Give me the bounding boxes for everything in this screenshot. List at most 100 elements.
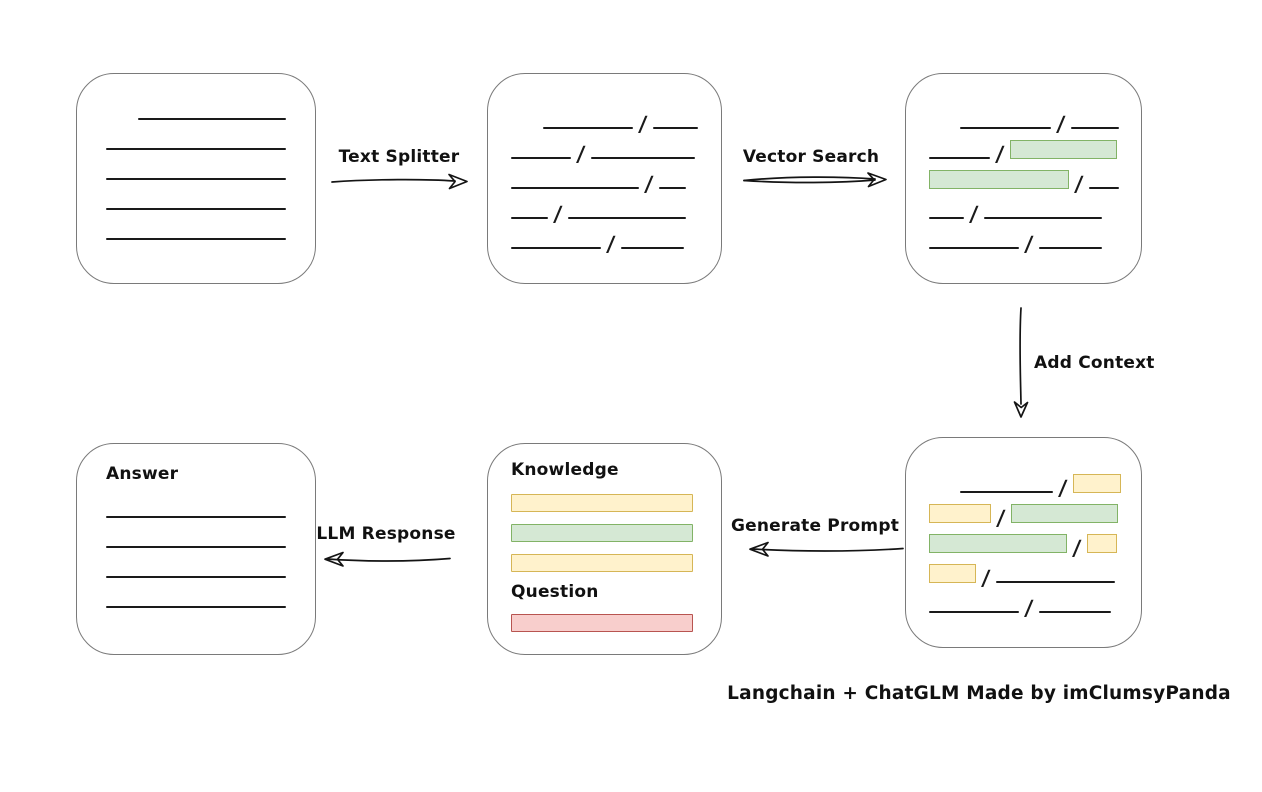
- prompt-box: Knowledge Question: [487, 443, 722, 655]
- highlight-green-segment: [929, 170, 1069, 189]
- text-segment: [511, 247, 601, 249]
- text-segment: [590, 157, 695, 159]
- text-segment: [929, 157, 990, 159]
- chunk-row: /: [929, 189, 1121, 226]
- highlight-green-segment: [929, 534, 1067, 553]
- slash-separator: /: [968, 202, 979, 226]
- slash-separator: /: [994, 142, 1005, 166]
- vector-results-box: / / / / /: [905, 73, 1142, 284]
- slash-separator: /: [552, 202, 563, 226]
- answer-lines: [106, 516, 286, 636]
- llm-response-label: LLM Response: [316, 524, 456, 544]
- add-context-label: Add Context: [1034, 353, 1155, 373]
- slash-separator: /: [995, 506, 1006, 530]
- text-line: [106, 208, 286, 210]
- yellow-bar: [511, 494, 693, 512]
- chunk-row: /: [511, 159, 701, 196]
- text-line: [106, 178, 286, 180]
- text-segment: [543, 127, 633, 129]
- highlight-yellow-segment: [1072, 474, 1121, 493]
- slash-separator: /: [637, 112, 648, 136]
- text-line: [106, 238, 286, 240]
- chunk-rows: / / / / /: [511, 99, 701, 256]
- highlight-yellow-segment: [929, 504, 991, 523]
- vector-search-arrow: [743, 172, 887, 188]
- knowledge-bars: [511, 494, 693, 584]
- text-segment: [960, 127, 1051, 129]
- text-line: [106, 546, 286, 548]
- highlight-yellow-segment: [929, 564, 976, 583]
- document-lines: [106, 118, 286, 268]
- text-line: [106, 516, 286, 518]
- llm-response-arrow: [324, 551, 451, 567]
- slash-separator: /: [1073, 172, 1084, 196]
- chunk-row: /: [511, 189, 701, 226]
- chunk-row: /: [929, 159, 1121, 196]
- highlight-green-segment: [1009, 140, 1117, 159]
- text-splitter-arrow: [331, 173, 468, 190]
- chunk-row: /: [543, 99, 701, 136]
- text-segment: [652, 127, 698, 129]
- chunk-row: /: [960, 463, 1121, 500]
- chunk-row: /: [929, 523, 1121, 560]
- generate-prompt-arrow: [749, 541, 904, 557]
- highlight-yellow-segment: [1086, 534, 1117, 553]
- vector-search-label: Vector Search: [742, 147, 880, 167]
- text-segment: [1038, 611, 1111, 613]
- text-segment: [929, 217, 964, 219]
- text-line: [106, 148, 286, 150]
- text-segment: [620, 247, 684, 249]
- answer-label: Answer: [106, 464, 179, 484]
- slash-separator: /: [1071, 536, 1082, 560]
- generate-prompt-label: Generate Prompt: [730, 516, 900, 536]
- question-bars: [511, 614, 693, 644]
- text-line: [106, 606, 286, 608]
- knowledge-label: Knowledge: [511, 460, 619, 480]
- text-line: [106, 576, 286, 578]
- chunk-row: /: [960, 99, 1121, 136]
- chunk-row: /: [929, 129, 1121, 166]
- text-segment: [511, 217, 548, 219]
- slash-separator: /: [1023, 232, 1034, 256]
- slash-separator: /: [575, 142, 586, 166]
- text-segment: [658, 187, 686, 189]
- slash-separator: /: [1055, 112, 1066, 136]
- document-box: [76, 73, 316, 284]
- text-segment: [929, 611, 1019, 613]
- text-segment: [960, 491, 1053, 493]
- text-line: [138, 118, 286, 120]
- text-segment: [929, 247, 1019, 249]
- chunks-box: / / / / /: [487, 73, 722, 284]
- text-splitter-label: Text Splitter: [338, 147, 460, 167]
- text-segment: [1070, 127, 1119, 129]
- context-rows: / / / / /: [929, 463, 1121, 620]
- text-segment: [995, 581, 1115, 583]
- text-segment: [511, 187, 639, 189]
- highlight-green-segment: [1010, 504, 1118, 523]
- slash-separator: /: [980, 566, 991, 590]
- text-segment: [1038, 247, 1102, 249]
- text-segment: [1088, 187, 1119, 189]
- slash-separator: /: [1057, 476, 1068, 500]
- red-bar: [511, 614, 693, 632]
- slash-separator: /: [1023, 596, 1034, 620]
- slash-separator: /: [605, 232, 616, 256]
- diagram-caption: Langchain + ChatGLM Made by imClumsyPand…: [727, 683, 1231, 704]
- chunk-row: /: [929, 219, 1121, 256]
- chunk-row: /: [511, 219, 701, 256]
- green-bar: [511, 524, 693, 542]
- chunk-row: /: [511, 129, 701, 166]
- slash-separator: /: [643, 172, 654, 196]
- vector-result-rows: / / / / /: [929, 99, 1121, 256]
- add-context-arrow: [1013, 307, 1029, 418]
- text-segment: [983, 217, 1102, 219]
- text-segment: [511, 157, 571, 159]
- chunk-row: /: [929, 553, 1121, 590]
- answer-box: Answer: [76, 443, 316, 655]
- context-box: / / / / /: [905, 437, 1142, 648]
- chunk-row: /: [929, 493, 1121, 530]
- text-segment: [567, 217, 686, 219]
- chunk-row: /: [929, 583, 1121, 620]
- question-label: Question: [511, 582, 599, 602]
